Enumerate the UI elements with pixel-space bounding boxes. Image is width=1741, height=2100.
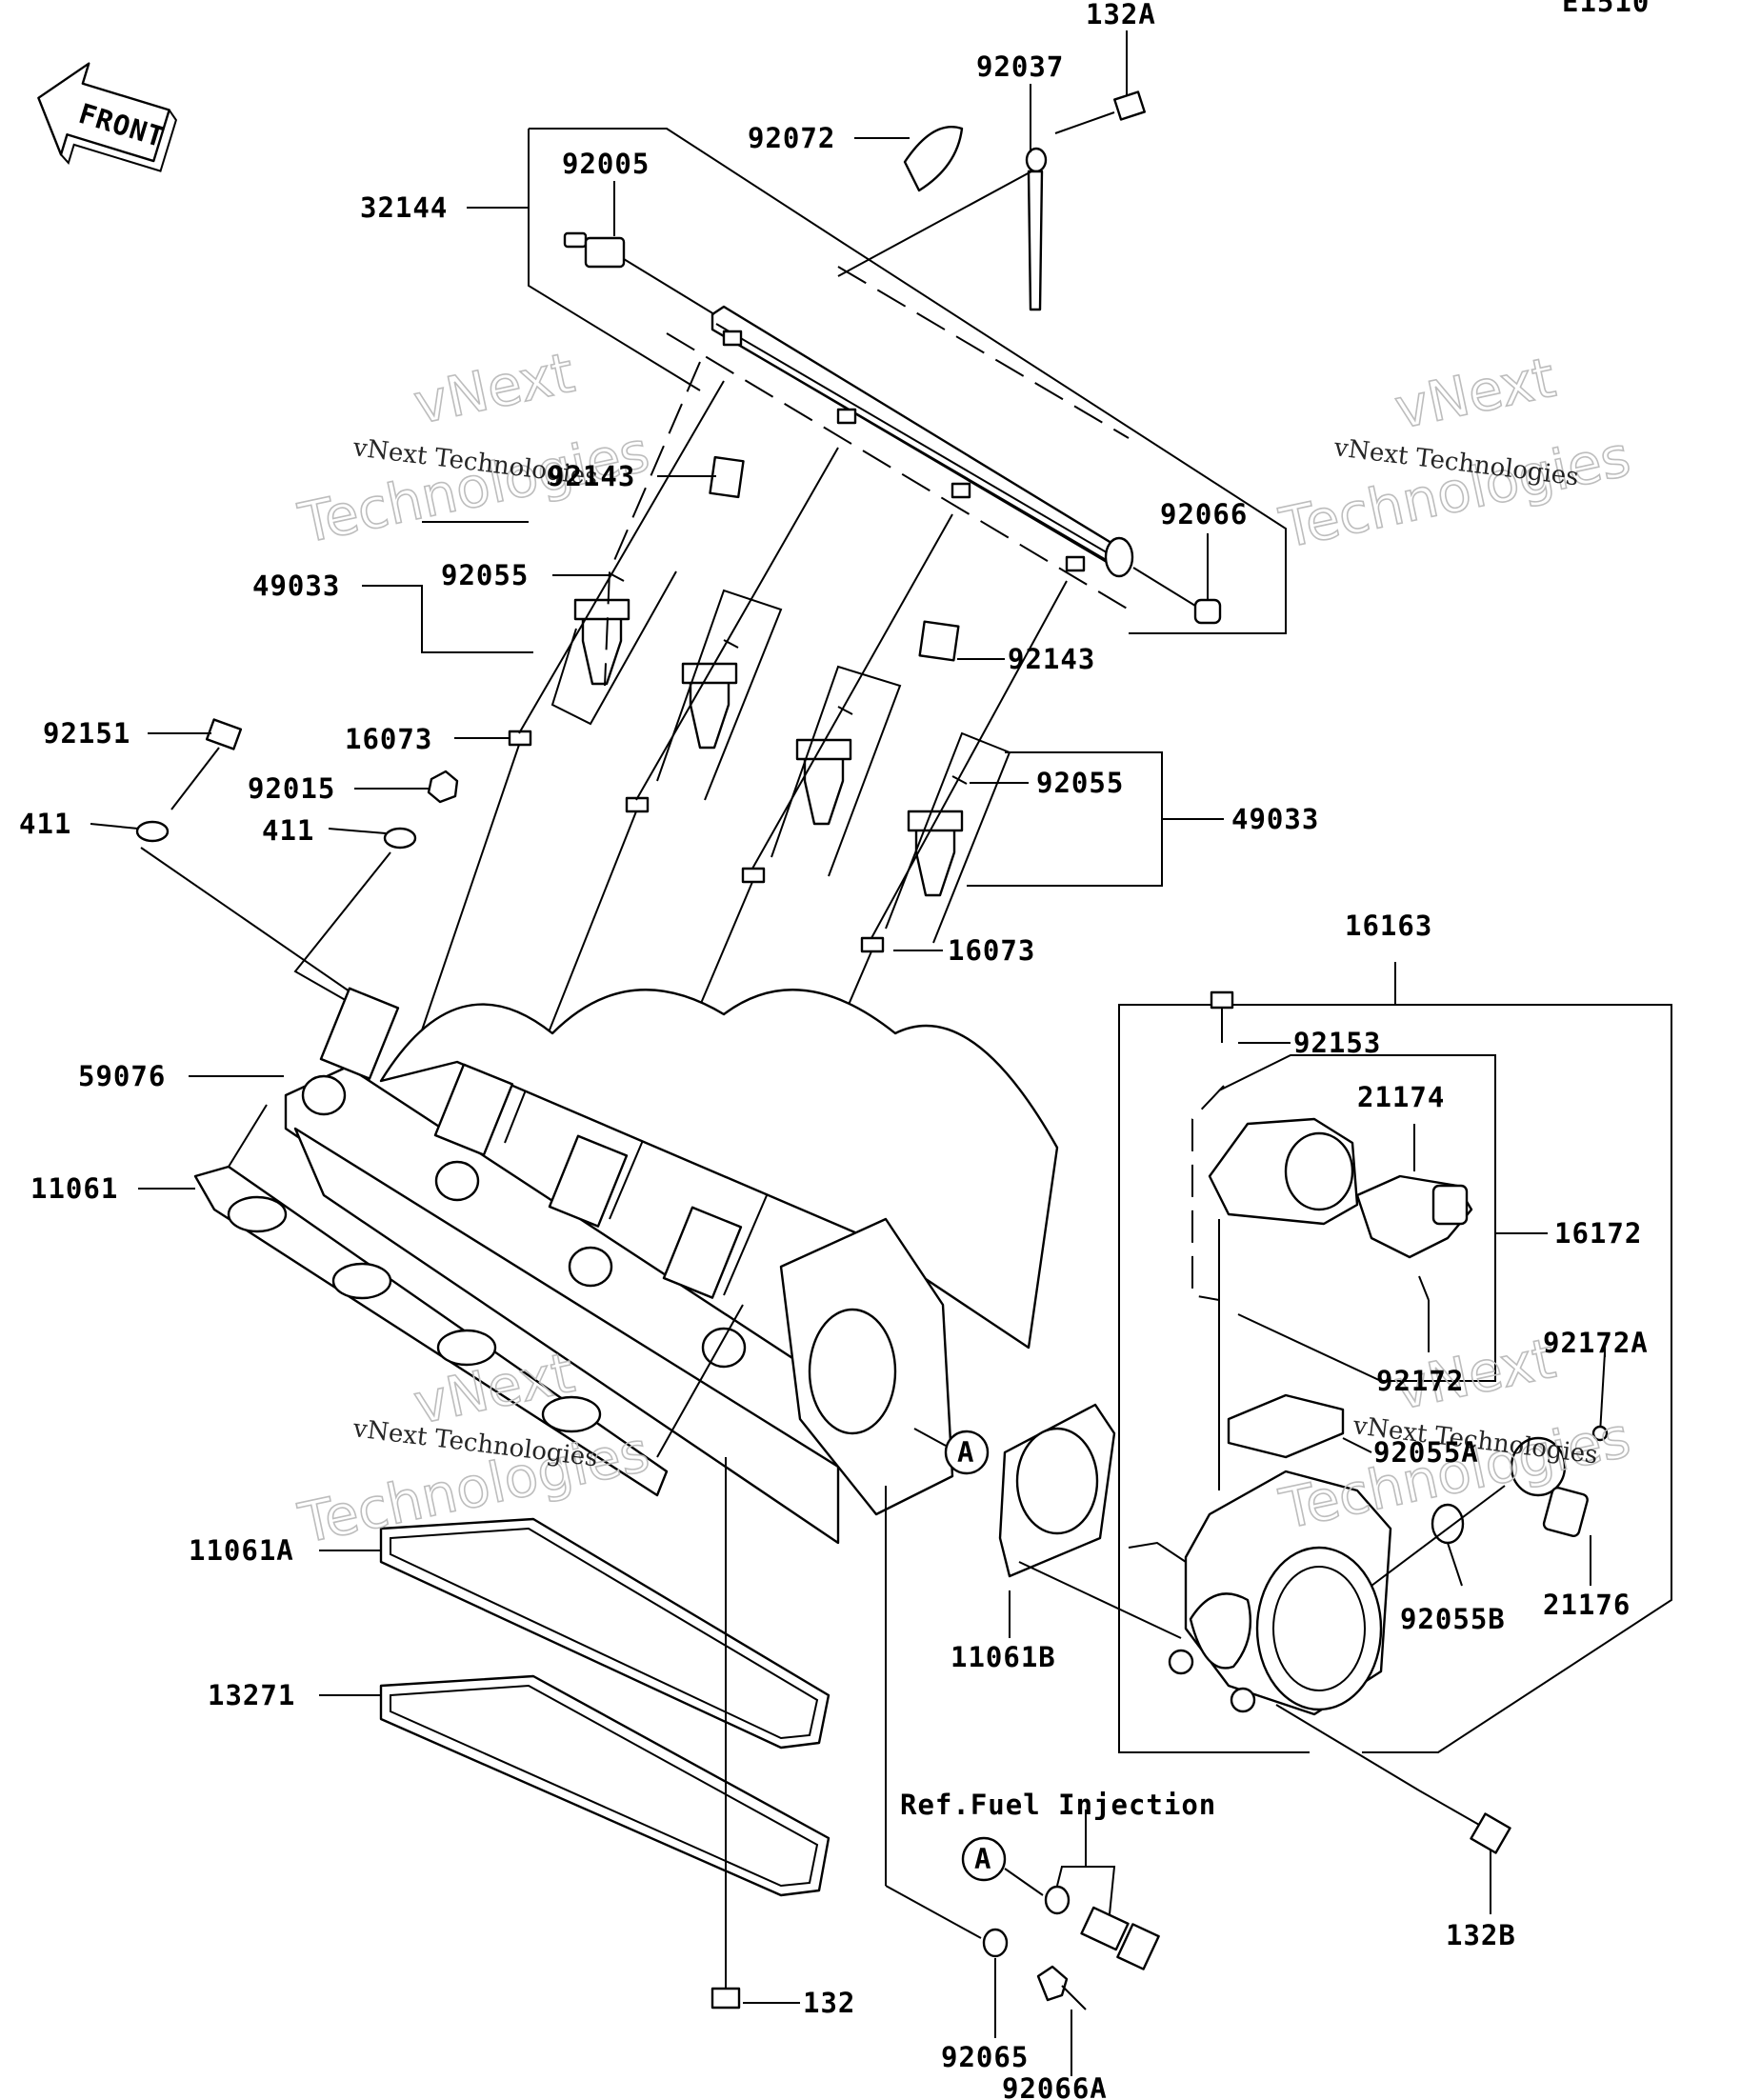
watermark-big-3: vNext — [1390, 345, 1561, 442]
leader-lines — [90, 30, 1606, 2076]
callout-21176: 21176 — [1543, 1589, 1631, 1621]
plug-92066A — [1036, 1965, 1087, 2010]
gasket-13271 — [379, 1674, 830, 1897]
callout-16172: 16172 — [1554, 1217, 1642, 1250]
sensor-fuel-injection — [1080, 1906, 1160, 1970]
callout-59076: 59076 — [78, 1060, 166, 1092]
callout-16073-left: 16073 — [345, 723, 432, 755]
callout-92143-right: 92143 — [1008, 643, 1095, 675]
callout-32144: 32144 — [360, 191, 448, 224]
diagram-code: E1510 — [1562, 0, 1650, 18]
ref-mark-a-2 — [961, 1836, 1007, 1882]
sensor-21176 — [1510, 1436, 1589, 1537]
throttle-body — [1128, 1470, 1392, 1716]
callout-411-left: 411 — [19, 808, 71, 840]
cap-92066 — [1193, 598, 1222, 625]
band-92037 — [1025, 147, 1048, 311]
callout-16163: 16163 — [1345, 910, 1432, 942]
washer-411b — [383, 827, 417, 850]
callout-11061B: 11061B — [951, 1641, 1056, 1673]
watermark-big-1: vNext — [409, 340, 580, 437]
ref-mark-a-1 — [944, 1430, 990, 1475]
callout-92151: 92151 — [43, 717, 130, 750]
screw-92153 — [1210, 990, 1234, 1043]
ref-mark-a-1-label: A — [957, 1436, 974, 1469]
bolt-92151 — [170, 718, 243, 810]
injectors — [573, 598, 964, 897]
fitting-92005 — [563, 231, 715, 315]
callout-92172: 92172 — [1376, 1365, 1464, 1397]
gasket-92055A — [1227, 1393, 1345, 1459]
callout-92005: 92005 — [562, 148, 650, 180]
callout-132: 132 — [803, 1987, 855, 2019]
fuel-rail — [710, 305, 1134, 578]
gasket-11061A — [379, 1517, 830, 1750]
callout-411-right: 411 — [262, 814, 314, 847]
bolt-132 — [710, 1924, 741, 2010]
watermark-big-4: Technologies — [1274, 424, 1636, 561]
callout-92055-right: 92055 — [1036, 767, 1124, 799]
callout-92153: 92153 — [1293, 1027, 1381, 1059]
sensor-21174 — [1208, 1117, 1473, 1259]
bolt-132A — [1054, 90, 1146, 134]
callout-labels: 132A 92037 92072 92005 32144 92143 92066… — [19, 0, 1649, 2100]
callout-11061: 11061 — [30, 1172, 118, 1205]
callout-132A: 132A — [1086, 0, 1156, 30]
ref-mark-a-2-label: A — [974, 1843, 991, 1875]
callout-16073-right: 16073 — [948, 934, 1035, 967]
callout-92037: 92037 — [976, 50, 1064, 83]
callout-49033-right: 49033 — [1231, 803, 1319, 835]
front-arrow-icon: FRONT — [37, 62, 177, 172]
callout-92055B: 92055B — [1400, 1603, 1506, 1635]
callout-92055A: 92055A — [1373, 1436, 1479, 1469]
ref-fuel-injection-note: Ref.Fuel Injection — [900, 1789, 1216, 1821]
nut-92015 — [427, 770, 459, 804]
callout-11061A: 11061A — [189, 1534, 294, 1567]
callout-92172A: 92172A — [1543, 1327, 1649, 1359]
callout-92065: 92065 — [941, 2041, 1029, 2073]
washer-411a — [135, 820, 170, 843]
callout-49033-left: 49033 — [252, 570, 340, 602]
callout-92066A: 92066A — [1002, 2072, 1108, 2100]
callout-92143-top: 92143 — [548, 460, 635, 492]
callout-13271: 13271 — [208, 1679, 295, 1711]
washer-sensor — [1044, 1885, 1071, 1915]
callout-92072: 92072 — [748, 122, 835, 154]
callout-132B: 132B — [1446, 1919, 1516, 1951]
callout-92066: 92066 — [1160, 498, 1248, 530]
bolt-132B — [1418, 1790, 1511, 1854]
washer-92065 — [982, 1928, 1009, 1958]
callout-21174: 21174 — [1357, 1081, 1445, 1113]
callout-92055-left: 92055 — [441, 559, 529, 591]
intake-manifold — [284, 987, 1059, 1545]
clip-92072 — [903, 126, 964, 192]
callout-92015: 92015 — [248, 772, 335, 805]
